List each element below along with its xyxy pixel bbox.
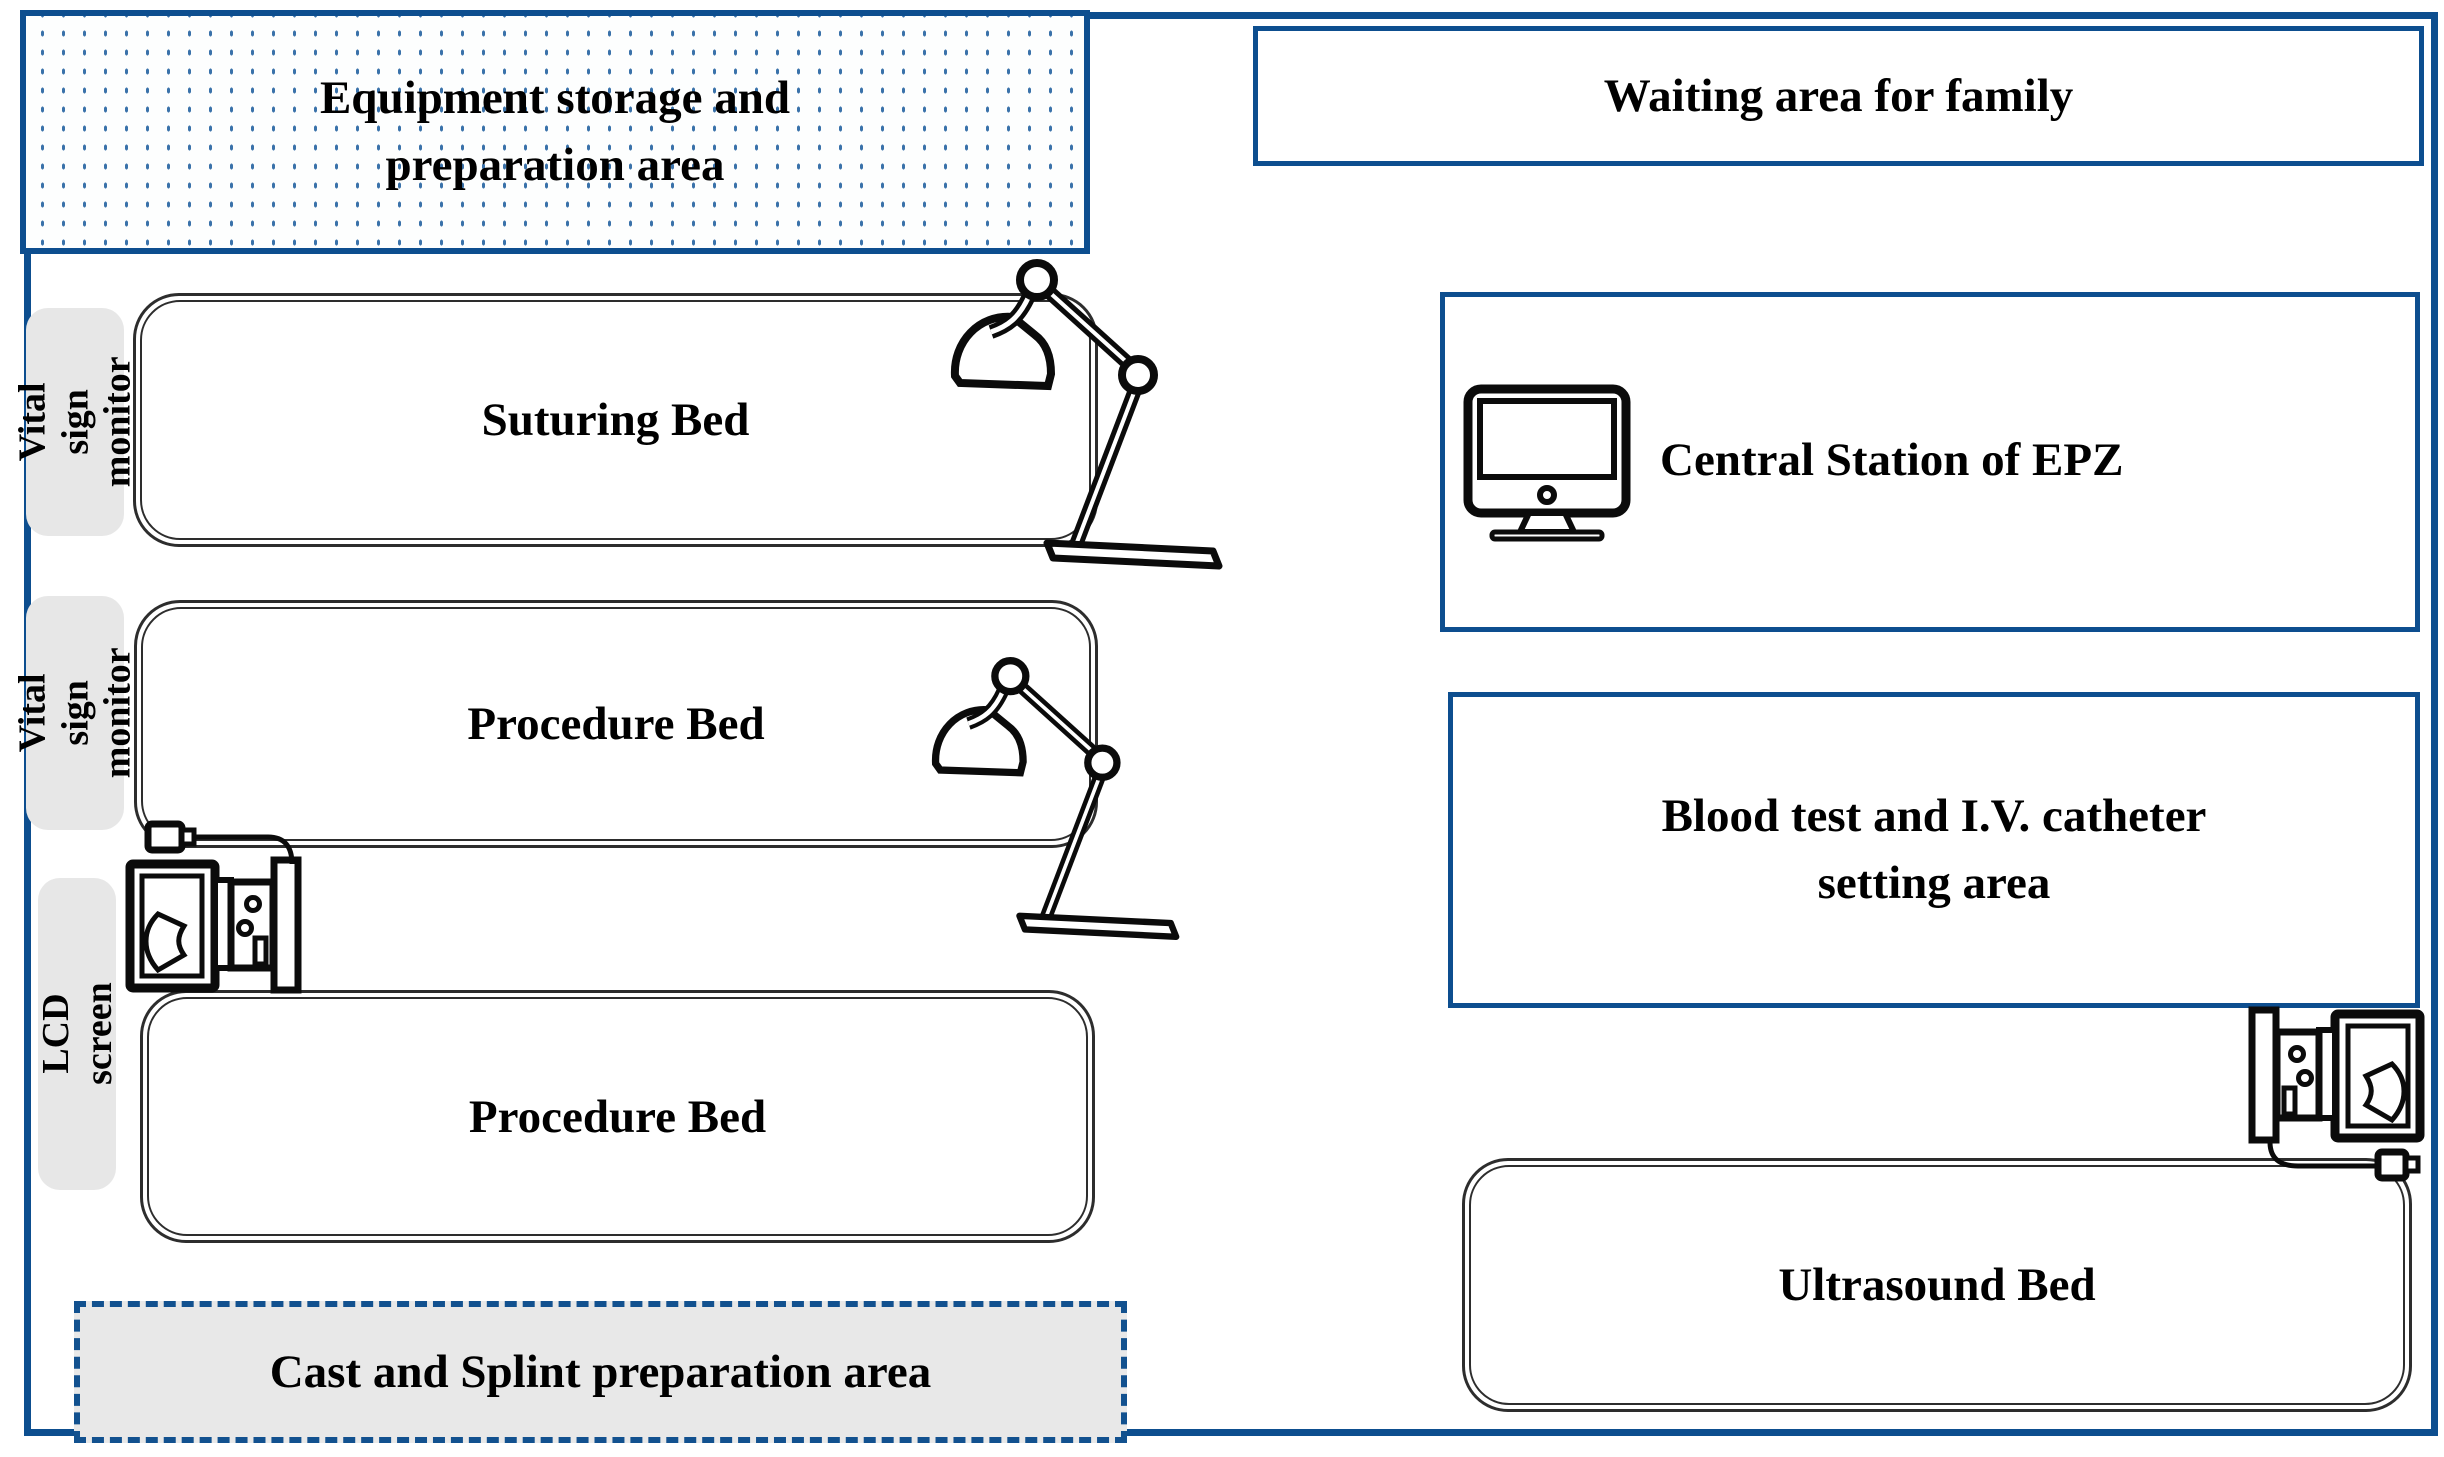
ultrasound-machine-icon <box>2248 1008 2424 1144</box>
ultrasound-bed-label: Ultrasound Bed <box>1778 1259 2096 1311</box>
lcd-screen-label: LCD screen <box>34 878 119 1190</box>
vital-sign-monitor-label-2: Vital sign monitor <box>11 596 138 830</box>
equipment-storage-label: Equipment storage and preparation area <box>319 72 791 191</box>
vital-sign-monitor-text: Vital sign monitor <box>11 647 139 779</box>
suturing-bed-label: Suturing Bed <box>481 394 750 446</box>
ultrasound-bed: Ultrasound Bed <box>1462 1158 2412 1412</box>
procedure-lamp-icon <box>932 645 1178 957</box>
procedure-bed-1-label: Procedure Bed <box>467 698 765 750</box>
procedure-bed-1: Procedure Bed <box>134 600 1098 848</box>
ultrasound-probe-icon <box>2267 1141 2421 1182</box>
computer-monitor-icon <box>1463 384 1631 542</box>
ultrasound-machine-icon <box>126 858 302 994</box>
procedure-lamp-icon <box>950 258 1222 576</box>
waiting-area-label: Waiting area for family <box>1603 69 2074 122</box>
blood-test-area: Blood test and I.V. catheter setting are… <box>1448 692 2420 1008</box>
blood-test-label: Blood test and I.V. catheter setting are… <box>1661 790 2207 909</box>
waiting-area: Waiting area for family <box>1253 26 2424 166</box>
vital-sign-monitor-label-1: Vital sign monitor <box>11 308 138 536</box>
procedure-bed-2: Procedure Bed <box>140 990 1095 1243</box>
suturing-bed: Suturing Bed <box>133 293 1098 547</box>
equipment-storage-area: Equipment storage and preparation area <box>20 10 1090 254</box>
ultrasound-probe-icon <box>144 820 295 865</box>
procedure-bed-2-label: Procedure Bed <box>468 1090 767 1143</box>
cast-splint-label: Cast and Splint preparation area <box>269 1345 932 1398</box>
cast-splint-area: Cast and Splint preparation area <box>74 1301 1127 1443</box>
central-station-label: Central Station of EPZ <box>1660 434 2124 486</box>
lcd-screen-text: LCD screen <box>34 982 120 1086</box>
vital-sign-monitor-text: Vital sign monitor <box>11 356 139 488</box>
